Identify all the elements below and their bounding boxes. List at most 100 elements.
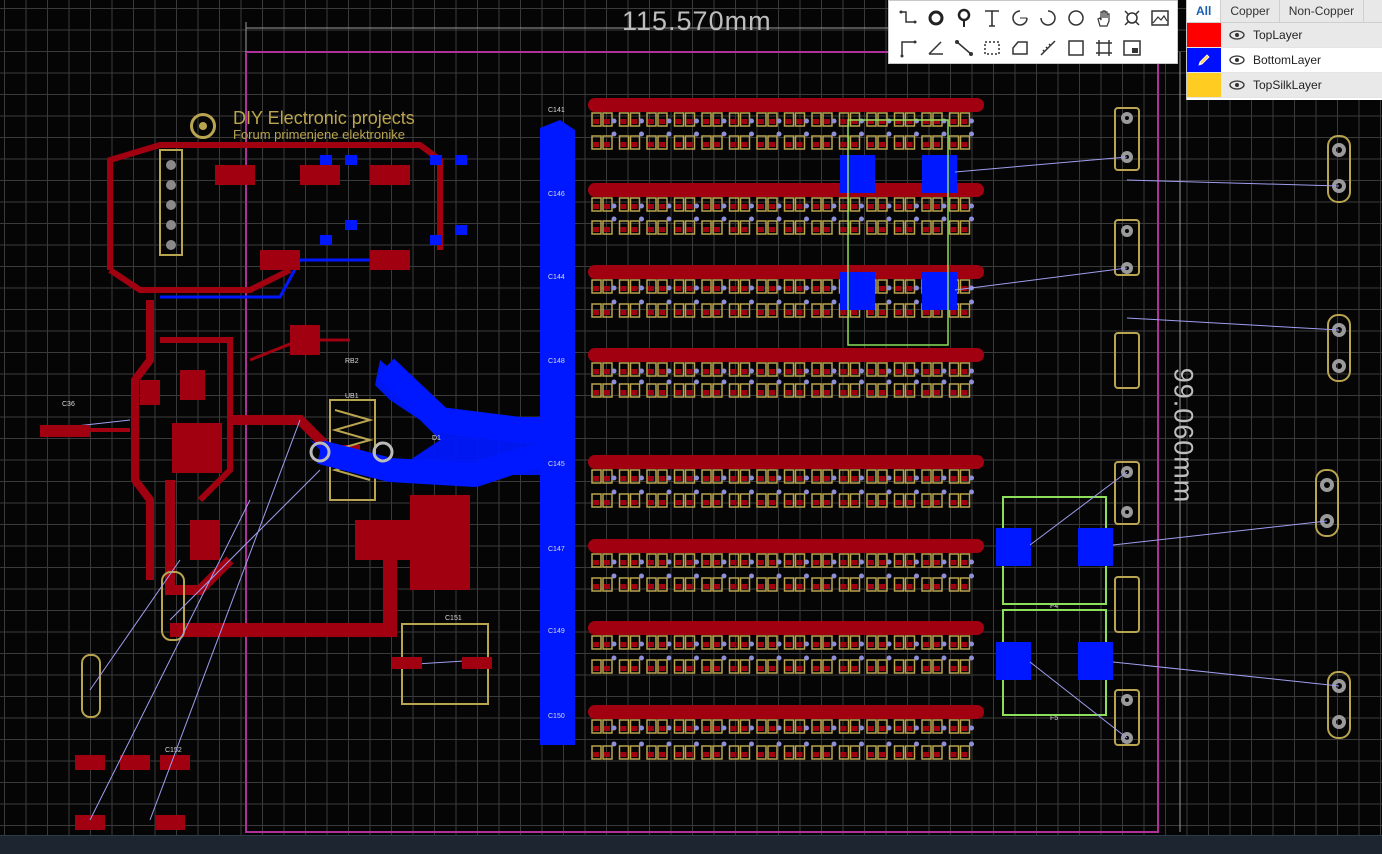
via xyxy=(749,131,754,137)
via xyxy=(941,203,947,209)
led-pad xyxy=(620,204,627,209)
pan-tool-icon[interactable] xyxy=(1090,3,1118,33)
led-footprint xyxy=(849,577,861,592)
pcb-drawing[interactable]: C141 C146 C144 C148 C145 C147 C149 C150 … xyxy=(0,0,1382,835)
arc-tool-icon[interactable] xyxy=(1006,3,1034,33)
rect-select-tool-icon[interactable] xyxy=(978,33,1006,63)
led-pad xyxy=(593,726,599,731)
led-pad xyxy=(648,476,654,481)
led-footprint xyxy=(866,577,877,592)
led-pad xyxy=(851,227,858,232)
led-pad xyxy=(906,726,913,731)
dimension-tool-icon[interactable] xyxy=(950,33,978,63)
led-pad xyxy=(703,726,709,731)
via xyxy=(804,475,809,481)
polygon-tool-icon[interactable] xyxy=(1006,33,1034,63)
led-pad xyxy=(961,752,968,757)
led-pad xyxy=(824,310,830,315)
via xyxy=(804,368,809,374)
led-pad xyxy=(604,227,610,232)
via-tool-icon[interactable] xyxy=(922,3,950,33)
led-pad xyxy=(851,476,858,481)
led-pad xyxy=(620,500,627,505)
pcb-canvas[interactable]: C141 C146 C144 C148 C145 C147 C149 C150 … xyxy=(0,0,1382,835)
led-pad xyxy=(868,560,874,565)
via xyxy=(859,725,864,731)
led-footprint xyxy=(767,493,778,508)
led-pad xyxy=(879,752,885,757)
visibility-eye-icon[interactable] xyxy=(1229,55,1245,65)
led-footprint xyxy=(618,362,630,377)
label-c148: C148 xyxy=(548,358,565,365)
via xyxy=(749,203,754,209)
group-tool-icon[interactable] xyxy=(1090,33,1118,63)
led-footprint xyxy=(739,659,751,674)
image-tool-icon[interactable] xyxy=(1146,3,1174,33)
led-pad xyxy=(714,500,720,505)
text-tool-icon[interactable] xyxy=(978,3,1006,33)
rectangle-tool-icon[interactable] xyxy=(1062,33,1090,63)
via xyxy=(611,368,617,374)
layer-row-bottomlayer[interactable]: BottomLayer xyxy=(1187,48,1382,73)
measure-tool-icon[interactable] xyxy=(1034,33,1062,63)
via xyxy=(831,131,837,137)
via xyxy=(611,655,617,661)
layer-color-swatch[interactable] xyxy=(1187,48,1221,72)
tab-non-copper[interactable]: Non-Copper xyxy=(1280,0,1365,22)
pad-tool-icon[interactable] xyxy=(950,3,978,33)
line-tool-icon[interactable] xyxy=(894,33,922,63)
led-pad xyxy=(895,476,902,481)
led-pad xyxy=(769,286,775,291)
layer-color-swatch[interactable] xyxy=(1187,23,1221,47)
visibility-eye-icon[interactable] xyxy=(1229,30,1245,40)
led-pad xyxy=(604,286,610,291)
led-pad xyxy=(840,227,847,232)
via xyxy=(804,725,809,731)
led-footprint xyxy=(701,659,712,674)
led-footprint xyxy=(728,469,740,484)
via xyxy=(694,725,699,731)
led-pad xyxy=(758,286,764,291)
led-pad xyxy=(950,560,957,565)
led-pad xyxy=(730,500,737,505)
led-footprint xyxy=(948,719,960,734)
led-pad xyxy=(620,666,627,671)
tab-copper[interactable]: Copper xyxy=(1221,0,1280,22)
led-footprint xyxy=(838,493,850,508)
via xyxy=(804,203,809,209)
led-pad xyxy=(593,584,599,589)
led-pad xyxy=(741,227,748,232)
panel-tool-icon[interactable] xyxy=(1118,33,1146,63)
led-pad xyxy=(923,390,929,395)
led-pad xyxy=(769,500,775,505)
via xyxy=(831,489,837,495)
led-pad xyxy=(714,369,720,374)
tab-all[interactable]: All xyxy=(1187,0,1222,22)
led-footprint xyxy=(866,635,877,650)
layer-color-swatch[interactable] xyxy=(1187,73,1221,97)
led-footprint xyxy=(701,719,712,734)
wire-tool-icon[interactable] xyxy=(894,3,922,33)
via xyxy=(611,203,617,209)
led-footprint xyxy=(932,383,943,398)
led-footprint xyxy=(673,112,685,127)
led-footprint xyxy=(618,719,630,734)
led-pad xyxy=(840,500,847,505)
led-pad xyxy=(648,119,654,124)
led-footprint xyxy=(767,577,778,592)
via xyxy=(831,379,837,385)
led-footprint xyxy=(728,362,740,377)
led-pad xyxy=(631,476,638,481)
arc-ccw-tool-icon[interactable] xyxy=(1034,3,1062,33)
circle-tool-icon[interactable] xyxy=(1062,3,1090,33)
layer-row-topsilklayer[interactable]: TopSilkLayer xyxy=(1187,73,1382,98)
connection-tool-icon[interactable] xyxy=(1118,3,1146,33)
via xyxy=(749,368,754,374)
visibility-eye-icon[interactable] xyxy=(1229,80,1245,90)
via xyxy=(666,131,672,137)
matrix-bus-trace xyxy=(588,621,984,635)
led-footprint xyxy=(783,635,795,650)
angle-tool-icon[interactable] xyxy=(922,33,950,63)
led-footprint xyxy=(756,383,767,398)
layer-row-toplayer[interactable]: TopLayer xyxy=(1187,23,1382,48)
